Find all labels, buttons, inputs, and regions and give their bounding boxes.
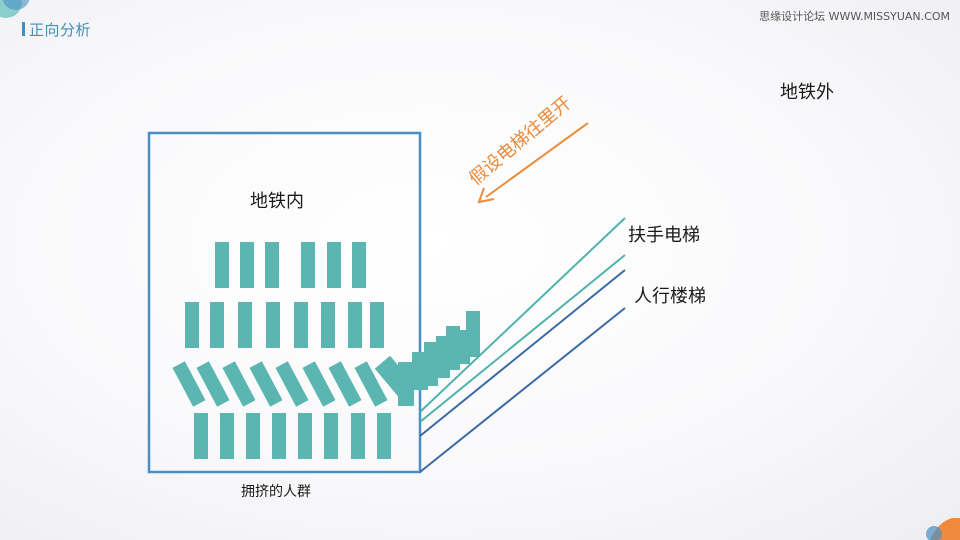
person	[351, 413, 365, 459]
person	[398, 362, 414, 406]
crowd-squeeze	[374, 311, 480, 406]
person	[424, 342, 438, 386]
crowd-label: 拥挤的人群	[241, 484, 311, 500]
person	[321, 302, 335, 348]
person	[302, 361, 336, 407]
stairs-line	[419, 269, 626, 437]
escalator-line	[419, 254, 626, 423]
person	[348, 302, 362, 348]
person	[298, 413, 312, 459]
crowd-row-1	[215, 242, 366, 288]
stairs-line	[419, 307, 626, 473]
section-title: 正向分析	[22, 19, 91, 40]
person	[266, 302, 280, 348]
person	[220, 413, 234, 459]
person	[327, 242, 341, 288]
person	[222, 361, 256, 407]
person	[238, 302, 252, 348]
person	[210, 302, 224, 348]
person	[354, 361, 388, 407]
arrow-head	[477, 187, 495, 204]
person	[249, 361, 283, 407]
section-title-text: 正向分析	[29, 21, 92, 39]
crowd-row-2	[185, 302, 384, 348]
escalator-line	[419, 217, 626, 413]
person	[194, 413, 208, 459]
person	[328, 361, 362, 407]
person	[294, 302, 308, 348]
person	[272, 413, 286, 459]
corner-decoration-bottom	[926, 518, 960, 540]
person	[215, 242, 229, 288]
person	[275, 361, 309, 407]
outside-label: 地铁外	[780, 82, 834, 103]
person	[377, 413, 391, 459]
person	[196, 361, 230, 407]
person	[265, 242, 279, 288]
person	[240, 242, 254, 288]
corner-decoration	[0, 0, 30, 18]
person	[246, 413, 260, 459]
crowd-row-3	[172, 361, 388, 407]
person	[352, 242, 366, 288]
person	[185, 302, 199, 348]
person	[324, 413, 338, 459]
subway-inside-box	[147, 131, 422, 474]
inside-label: 地铁内	[250, 191, 304, 212]
watermark: 思缘设计论坛 WWW.MISSYUAN.COM	[759, 10, 950, 23]
person	[172, 361, 206, 407]
person	[370, 302, 384, 348]
title-bar-marker	[22, 22, 25, 36]
direction-arrow	[485, 122, 589, 198]
crowd-row-4	[194, 413, 391, 459]
escalator-label: 扶手电梯	[628, 225, 700, 246]
stairs-label: 人行楼梯	[634, 286, 706, 307]
person	[301, 242, 315, 288]
person	[466, 311, 480, 357]
